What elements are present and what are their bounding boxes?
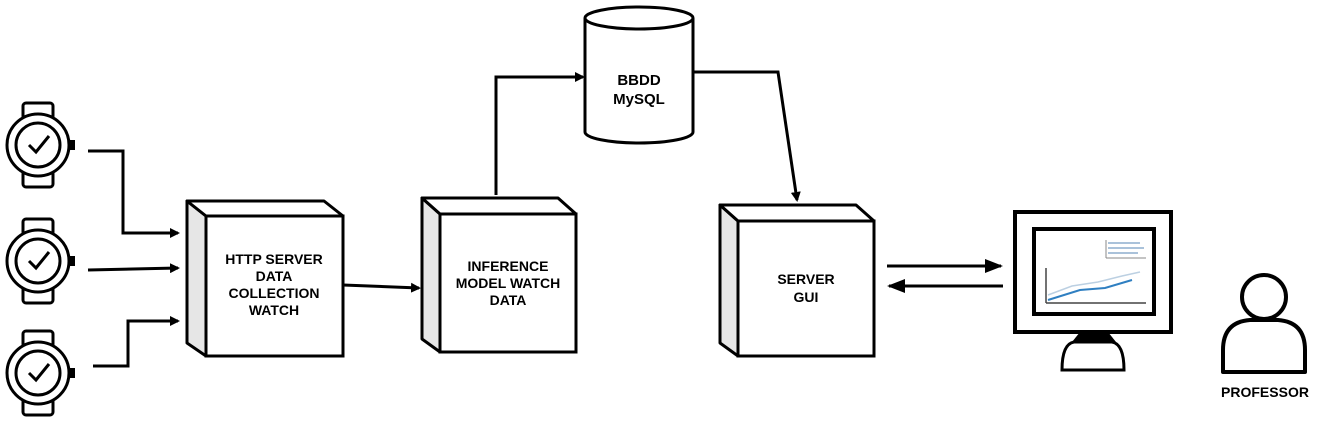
database-label-line-1: BBDD [617, 72, 660, 89]
smartwatch-icon-1 [5, 101, 75, 189]
server-gui-node: SERVER GUI [718, 203, 876, 358]
arrow-watch2-to-http [87, 263, 180, 274]
http-server-label-line-4: WATCH [249, 302, 299, 318]
http-server-label-line-1: HTTP SERVER [225, 251, 323, 267]
arrow-http-to-inference [342, 282, 421, 293]
http-server-node: HTTP SERVER DATA COLLECTION WATCH [185, 199, 345, 358]
person-icon [1221, 273, 1307, 374]
database-node: BBDD MySQL [583, 5, 695, 145]
monitor-chart-graphic [1045, 240, 1146, 304]
inference-model-node: INFERENCE MODEL WATCH DATA [420, 196, 578, 354]
arrow-watch3-to-http [93, 316, 180, 368]
database-label-line-2: MySQL [613, 91, 665, 108]
professor-label: PROFESSOR [1221, 384, 1309, 400]
monitor-icon [1013, 210, 1173, 372]
arrow-database-to-server-gui [694, 70, 801, 202]
smartwatch-icon-3 [5, 329, 75, 417]
server-gui-label-line-2: GUI [794, 289, 819, 305]
inference-label-line-3: DATA [490, 292, 527, 308]
inference-label-line-1: INFERENCE [468, 258, 549, 274]
server-gui-label-line-1: SERVER [777, 271, 834, 287]
arrow-inference-to-database [494, 72, 585, 195]
smartwatch-icon-2 [5, 217, 75, 305]
arrow-watch1-to-http [88, 149, 180, 238]
http-server-label-line-3: COLLECTION [229, 285, 320, 301]
http-server-label-line-2: DATA [256, 268, 293, 284]
inference-label-line-2: MODEL WATCH [456, 275, 560, 291]
